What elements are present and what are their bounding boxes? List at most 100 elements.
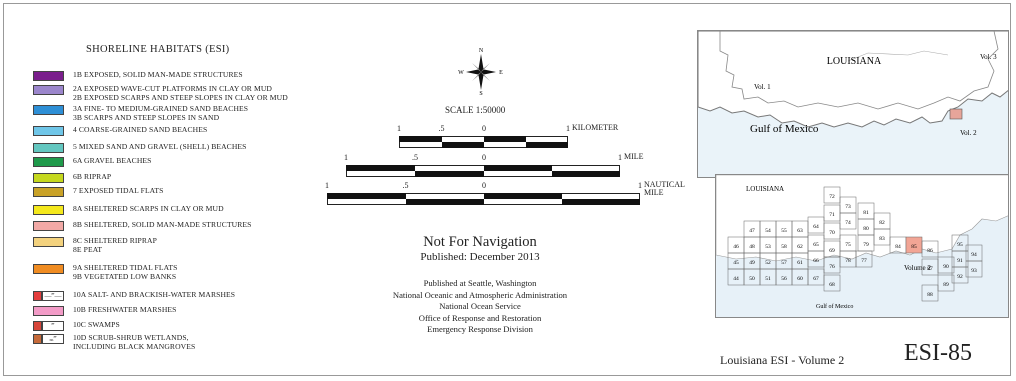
index-sheet-label: 94 <box>971 252 977 258</box>
index-sheet-label: 77 <box>861 258 867 264</box>
wetland-symbol-icon: ₘ‴ <box>42 334 64 344</box>
index-sheet-label: 86 <box>927 248 933 254</box>
index-sheet <box>855 250 873 268</box>
index-sheet-label: 66 <box>813 258 819 264</box>
overview-highlight <box>949 108 963 120</box>
legend-item: 8A SHELTERED SCARPS IN CLAY OR MUD <box>33 204 363 215</box>
index-sheet-label: 85 <box>911 244 917 250</box>
legend-swatch <box>33 291 42 301</box>
index-sheet <box>823 222 841 240</box>
index-sheet-label: 73 <box>845 204 851 210</box>
overview-water: Gulf of Mexico <box>750 123 819 135</box>
index-sheet-label: 92 <box>957 274 963 280</box>
legend-swatch <box>33 237 64 247</box>
legend-item: 10B FRESHWATER MARSHES <box>33 305 363 316</box>
index-sheet-label: 70 <box>829 230 835 236</box>
index-sheet-label: 90 <box>943 264 949 270</box>
index-sheet-label: 89 <box>943 282 949 288</box>
index-sheet-label: 74 <box>845 220 851 226</box>
legend-label: 8C SHELTERED RIPRAP 8E PEAT <box>73 236 157 254</box>
index-sheet-label: 75 <box>845 242 851 248</box>
legend-swatch <box>33 321 42 331</box>
legend-label: 6A GRAVEL BEACHES <box>73 156 152 165</box>
index-sheet-label: 91 <box>957 258 963 264</box>
index-sheet-label: 51 <box>765 276 771 282</box>
scale-unit: MILE <box>624 152 644 161</box>
index-sheet-label: 84 <box>895 244 901 250</box>
index-sheet-label: 58 <box>781 244 787 250</box>
legend-swatch <box>33 205 64 215</box>
scale-tick-label: 0 <box>482 153 486 162</box>
legend-item: 6A GRAVEL BEACHES <box>33 156 363 167</box>
legend-swatch <box>33 264 64 274</box>
compass-n: N <box>479 48 484 54</box>
index-sheet-label: 93 <box>971 268 977 274</box>
index-sheet-label: 57 <box>781 260 787 266</box>
index-state: LOUISIANA <box>746 185 784 193</box>
legend-item: 9A SHELTERED TIDAL FLATS 9B VEGETATED LO… <box>33 263 363 281</box>
legend-item: 5 MIXED SAND AND GRAVEL (SHELL) BEACHES <box>33 142 363 153</box>
index-sheet <box>823 186 841 204</box>
legend-item: 8B SHELTERED, SOLID MAN-MADE STRUCTURES <box>33 220 363 231</box>
legend-swatch <box>33 143 64 153</box>
legend-swatch <box>33 306 64 316</box>
overview-state: LOUISIANA <box>827 56 882 67</box>
legend-label: 10D SCRUB-SHRUB WETLANDS, INCLUDING BLAC… <box>73 333 196 351</box>
scale-tick-label: .5 <box>402 181 409 190</box>
index-sheet-label: 78 <box>845 258 851 264</box>
scale-tick-label: .5 <box>412 153 418 162</box>
scale-tick-label: 1 <box>618 153 622 162</box>
legend-label: 10C SWAMPS <box>73 320 120 329</box>
scale-title: SCALE 1:50000 <box>445 105 506 115</box>
legend-label: 10B FRESHWATER MARSHES <box>73 305 177 314</box>
index-sheet-label: 48 <box>749 244 755 250</box>
scale-bar-segment <box>415 171 484 177</box>
legend-label: 1B EXPOSED, SOLID MAN-MADE STRUCTURES <box>73 70 243 79</box>
scale-tick-label: 1 <box>325 181 329 190</box>
legend-swatch <box>33 85 64 95</box>
legend-label: 5 MIXED SAND AND GRAVEL (SHELL) BEACHES <box>73 142 247 151</box>
legend-label: 9A SHELTERED TIDAL FLATS 9B VEGETATED LO… <box>73 263 178 281</box>
index-volume: Volume 2 <box>904 264 931 272</box>
credit-line: Office of Response and Restoration <box>418 312 542 323</box>
legend-title: SHORELINE HABITATS (ESI) <box>86 44 230 55</box>
scale-unit: KILOMETER <box>572 123 619 132</box>
index-sheet-label: 47 <box>749 228 755 234</box>
scale-bar-segment <box>346 165 415 171</box>
index-sheet <box>823 256 841 274</box>
index-sheet-label: 65 <box>813 242 819 248</box>
legend-label: 10A SALT- AND BRACKISH-WATER MARSHES <box>73 290 236 299</box>
overview-map: LOUISIANA Gulf of Mexico Vol. 1 Vol. 2 V… <box>697 30 1009 178</box>
legend-swatch <box>33 173 64 183</box>
legend-label: 2A EXPOSED WAVE-CUT PLATFORMS IN CLAY OR… <box>73 84 288 102</box>
index-sheet-label: 62 <box>797 244 803 250</box>
legend-swatch <box>33 71 64 81</box>
scale-tick-label: 0 <box>482 124 486 133</box>
scale-tick-label: 1 <box>397 124 401 133</box>
legend-swatch <box>33 334 42 344</box>
scale-bar-segment <box>441 142 484 148</box>
scale-bar-segment <box>399 136 442 142</box>
legend-label: 7 EXPOSED TIDAL FLATS <box>73 186 164 195</box>
compass-rose-icon: N S W E <box>458 48 503 96</box>
credit-line: National Ocean Service <box>439 301 521 312</box>
legend-swatch <box>33 126 64 136</box>
map-frame <box>3 3 1011 376</box>
scale-tick-label: 0 <box>482 181 486 190</box>
publication-date: Published: December 2013 <box>420 251 540 263</box>
index-sheet-label: 53 <box>765 244 771 250</box>
legend-item: ―‴―10A SALT- AND BRACKISH-WATER MARSHES <box>33 290 363 301</box>
index-sheet-label: 60 <box>797 276 803 282</box>
index-sheet-label: 63 <box>797 228 803 234</box>
index-sheet-label: 54 <box>765 228 771 234</box>
scale-tick-label: 1 <box>344 153 348 162</box>
index-sheet-label: 56 <box>781 276 787 282</box>
index-sheet-label: 87 <box>927 266 933 272</box>
scale-bar-segment <box>405 199 484 205</box>
index-sheet-label: 69 <box>829 248 835 254</box>
legend-item: 7 EXPOSED TIDAL FLATS <box>33 186 363 197</box>
vol1-label: Vol. 1 <box>754 83 771 91</box>
